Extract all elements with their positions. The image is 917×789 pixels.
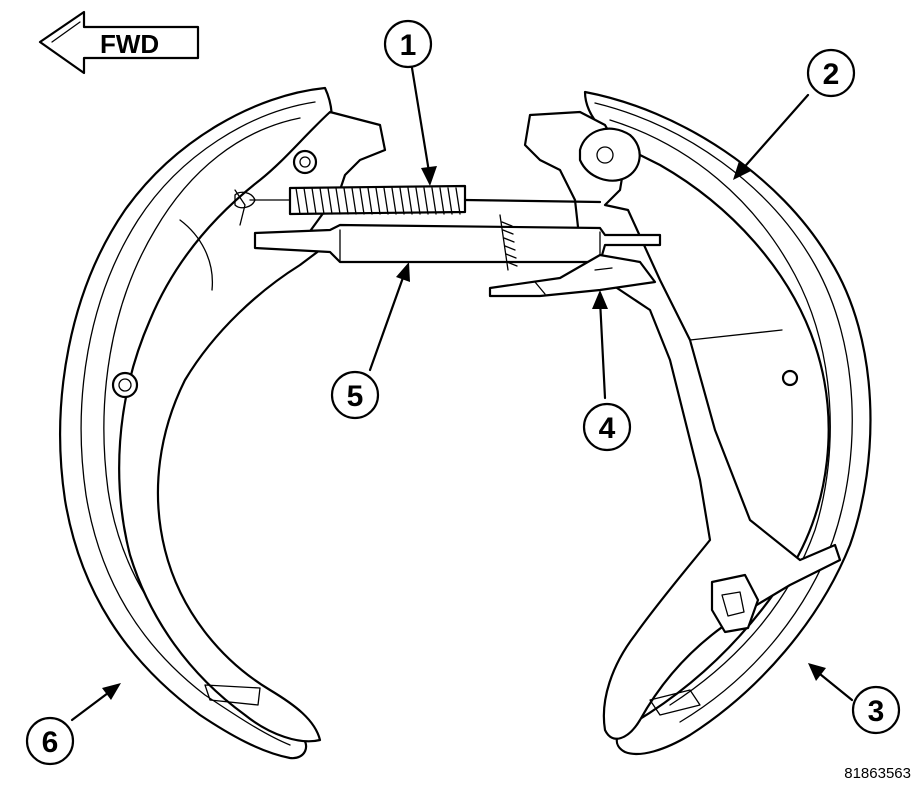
return-spring xyxy=(234,184,602,216)
right-brake-shoe xyxy=(523,90,872,756)
adjuster-strut xyxy=(253,214,662,271)
direction-label: FWD xyxy=(100,29,159,59)
leader-arrows xyxy=(70,66,854,722)
callout-label: 4 xyxy=(599,412,616,445)
callout-label: 5 xyxy=(347,380,364,413)
callout-2: 2 xyxy=(806,48,856,98)
callout-label: 1 xyxy=(400,29,417,62)
callout-3: 3 xyxy=(851,685,901,735)
adjuster-lever xyxy=(488,253,657,298)
fwd-arrow-icon: FWD xyxy=(38,10,200,75)
callout-4: 4 xyxy=(582,402,632,452)
callout-label: 6 xyxy=(42,726,59,759)
callout-label: 2 xyxy=(823,58,840,91)
callout-5: 5 xyxy=(330,370,380,420)
figure-number: 81863563 xyxy=(844,765,911,782)
callout-6: 6 xyxy=(25,716,75,766)
left-brake-shoe xyxy=(59,86,387,760)
callout-label: 3 xyxy=(868,695,885,728)
callout-1: 1 xyxy=(383,19,433,69)
